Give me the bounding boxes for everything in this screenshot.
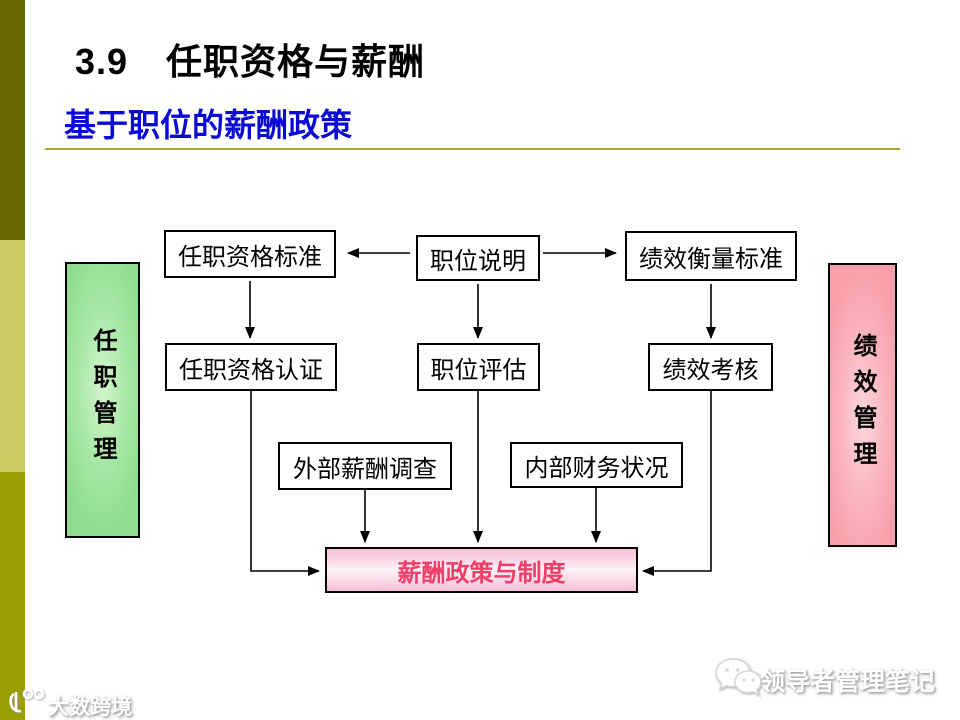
box-job-evaluation: 职位评估 (417, 343, 540, 391)
watermark-brand: 大数跨境 (48, 696, 132, 719)
brand-logo-icon (9, 688, 45, 713)
page-title-number: 3.9 (75, 41, 129, 82)
box-job-description: 职位说明 (416, 235, 540, 281)
box-performance-review: 绩效考核 (648, 343, 773, 391)
title-divider-line (45, 148, 900, 150)
sidebar-qualification-management: 任职管理 (65, 262, 140, 538)
page-subtitle: 基于职位的薪酬政策 (64, 107, 353, 143)
box-pay-policy: 薪酬政策与制度 (325, 547, 638, 593)
box-performance-standard: 绩效衡量标准 (625, 231, 797, 281)
box-external-pay-survey: 外部薪酬调查 (278, 442, 452, 490)
box-qualification-cert: 任职资格认证 (165, 343, 337, 391)
wechat-icon (715, 658, 762, 697)
page-title: 3.9 任职资格与薪酬 (75, 33, 425, 85)
accent-bar-middle-segment (0, 240, 25, 472)
page-title-text: 任职资格与薪酬 (166, 41, 426, 82)
accent-bar-top-segment (0, 0, 25, 240)
watermark-leader-notes: 领导者管理笔记 (760, 668, 936, 696)
box-qualification-standard: 任职资格标准 (164, 230, 336, 278)
sidebar-performance-management: 绩效管理 (828, 263, 897, 547)
accent-bar-bottom-segment (0, 472, 25, 720)
box-internal-finance: 内部财务状况 (510, 442, 683, 488)
